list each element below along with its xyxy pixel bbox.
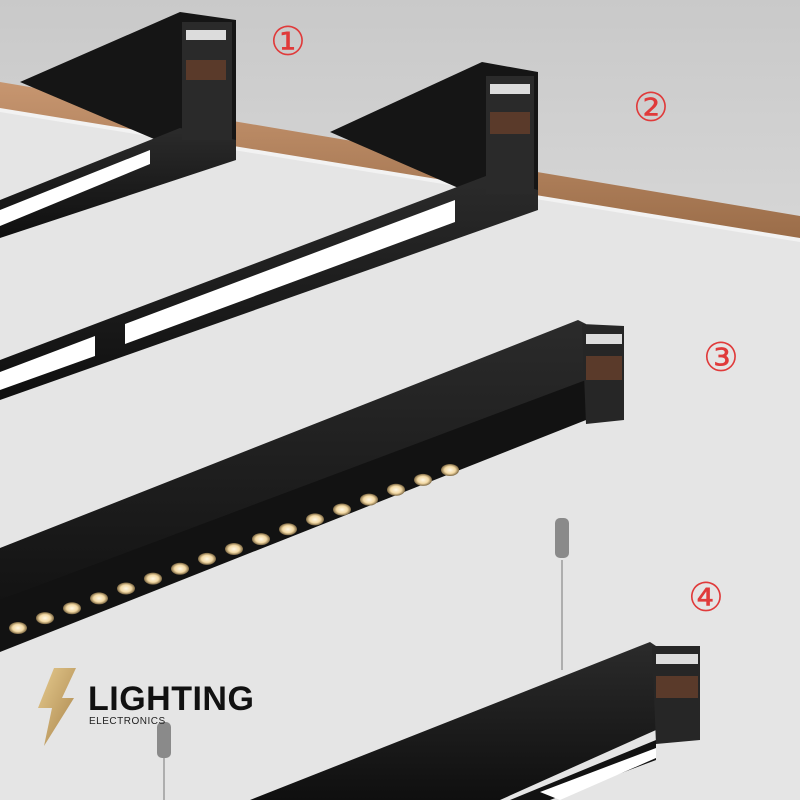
led-spots [9, 464, 459, 634]
led-spot [90, 592, 108, 605]
led-spot [36, 612, 54, 625]
marker-4: ④ [688, 575, 724, 621]
marker-1: ① [270, 19, 306, 65]
brand-logo: LIGHTING ELECTRONICS [36, 668, 256, 748]
led-spot [117, 582, 135, 595]
cable-cap-right [555, 518, 569, 558]
brand-subtitle: ELECTRONICS [89, 716, 166, 727]
led-spot [414, 473, 432, 486]
led-spot [387, 483, 405, 496]
led-spot [63, 602, 81, 615]
led-spot [225, 543, 243, 555]
led-spot [333, 503, 351, 516]
led-spot [171, 562, 189, 575]
led-spot [198, 552, 216, 565]
led-spot [9, 622, 27, 634]
cable-cap-left [157, 722, 171, 758]
marker-3: ③ [703, 335, 739, 381]
led-spot [441, 464, 459, 476]
marker-2: ② [633, 85, 669, 131]
led-spot [279, 523, 297, 536]
fixture-recessed-2 [0, 62, 538, 400]
fixture-surface-3 [0, 320, 624, 652]
led-spot [144, 572, 162, 585]
led-spot [306, 513, 324, 526]
led-spot [360, 493, 378, 506]
fixture-pendant-4 [250, 642, 700, 800]
lightning-bolt-icon [38, 668, 76, 746]
led-spot [252, 533, 270, 546]
brand-name: LIGHTING [88, 680, 255, 718]
fixture-recessed-1 [0, 12, 236, 238]
